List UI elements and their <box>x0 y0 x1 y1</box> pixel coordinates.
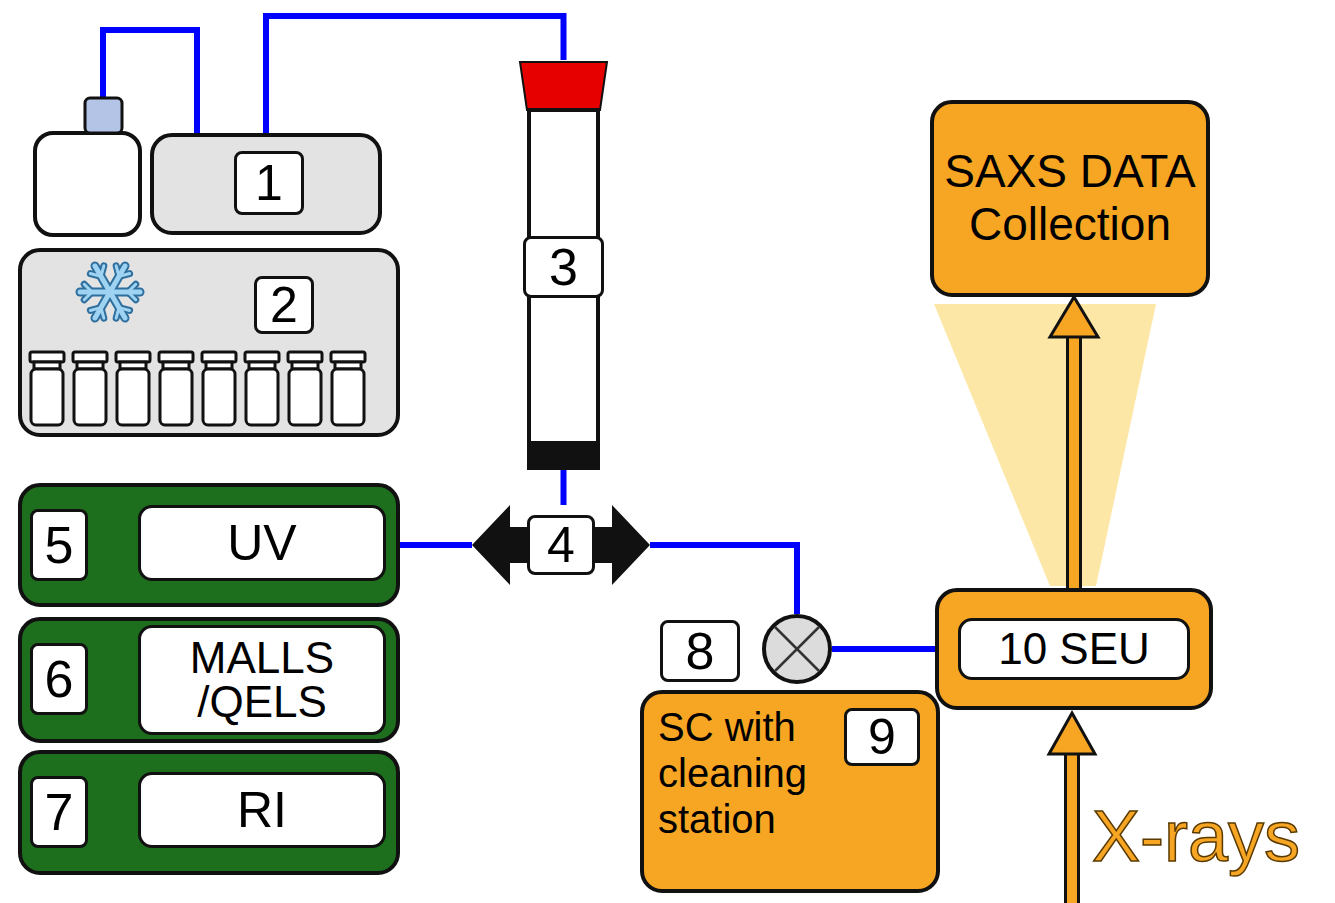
tubing-line <box>561 470 567 505</box>
snowflake-arm <box>110 290 140 295</box>
tubing-line <box>400 542 472 548</box>
vial-body <box>160 369 192 425</box>
callout-number: 3 <box>523 236 604 298</box>
arrow-shaft-outline <box>1066 337 1082 588</box>
flow-line <box>266 16 564 133</box>
flow-splitter: 4 <box>472 505 650 585</box>
text-slot: 1 <box>234 151 304 215</box>
vial-body <box>203 369 235 425</box>
snowflake-branch <box>101 308 104 319</box>
xray-arrowhead <box>1049 713 1095 754</box>
arrow-shaft <box>1069 337 1079 588</box>
vial-body <box>31 369 63 425</box>
text-slot: 5 <box>30 509 88 581</box>
tubing-line <box>650 545 797 614</box>
scattered-beam <box>934 304 1156 586</box>
text-slot: RI <box>138 772 386 848</box>
flow-line <box>650 545 797 614</box>
text-slot: 7 <box>30 776 88 848</box>
xray-shaft <box>1067 752 1077 903</box>
flow-line <box>563 470 564 505</box>
detector-name: RI <box>138 772 386 848</box>
tubing-line <box>266 16 564 133</box>
flow-line <box>832 649 935 650</box>
unit-name: 10 SEU <box>958 618 1190 680</box>
box-text: SAXS DATA Collection <box>942 118 1198 278</box>
text-slot: 3 <box>523 236 604 298</box>
callout-number: 2 <box>254 276 314 334</box>
buffer-bottle <box>35 133 140 235</box>
flow-line <box>400 545 472 546</box>
snowflake-branch <box>116 266 119 277</box>
detector-box: 5 UV <box>18 483 400 607</box>
snowflake-branch <box>119 274 130 277</box>
callout-number: 5 <box>30 509 88 581</box>
pump-box: 1 <box>150 133 382 235</box>
text-slot: 8 <box>660 620 740 682</box>
text-slot: 10 SEU <box>958 618 1190 680</box>
callout-number: 1 <box>234 151 304 215</box>
valve: 8 <box>762 614 832 684</box>
callout-number: 8 <box>660 620 740 682</box>
text-slot: UV <box>138 505 386 581</box>
snowflake-branch <box>116 266 119 277</box>
callout-number: 9 <box>844 708 920 766</box>
vial-body <box>74 369 106 425</box>
vial-body <box>246 369 278 425</box>
snowflake-branch <box>101 308 104 319</box>
data-collection-box: SAXS DATA Collection <box>930 100 1210 297</box>
text-slot: 9 <box>844 708 920 766</box>
detector-box: 6 MALLS /QELS <box>18 617 400 743</box>
detector-box: 7 RI <box>18 750 400 875</box>
text-slot: 6 <box>30 643 88 715</box>
column: 3 <box>520 60 607 470</box>
sample-cell-box: SC with cleaning station9 <box>640 690 940 893</box>
snowflake-arm <box>80 290 110 295</box>
box-text: SC with cleaning station <box>658 704 854 854</box>
vial-body <box>332 369 364 425</box>
callout-number: 4 <box>527 515 595 575</box>
exposure-unit-box: 10 SEU <box>935 588 1213 710</box>
snowflake-branch <box>116 308 119 319</box>
beam-arrow <box>1050 297 1098 588</box>
detector-name: UV <box>138 505 386 581</box>
snowflake-branch <box>90 274 101 277</box>
text-slot: SC with cleaning station <box>658 704 854 854</box>
text-slot: 2 <box>254 276 314 334</box>
callout-number: 7 <box>30 776 88 848</box>
text-slot: X-rays <box>1092 800 1328 890</box>
valve-cross <box>766 618 828 680</box>
text-slot: 4 <box>527 515 595 575</box>
snowflake-branch <box>90 308 101 311</box>
bottle-cap <box>85 98 122 133</box>
xray-shaft-outline <box>1064 752 1080 903</box>
text-slot: SAXS DATA Collection <box>942 118 1198 278</box>
snowflake-branch <box>101 266 104 277</box>
beam-label: X-rays <box>1092 800 1328 872</box>
detector-name: MALLS /QELS <box>138 625 386 735</box>
vial-body <box>117 369 149 425</box>
snowflake-branch <box>119 308 130 311</box>
vial-body <box>289 369 321 425</box>
callout-number: 6 <box>30 643 88 715</box>
tubing-line <box>832 646 935 652</box>
text-slot: MALLS /QELS <box>138 625 386 735</box>
arrowhead <box>1050 297 1098 337</box>
